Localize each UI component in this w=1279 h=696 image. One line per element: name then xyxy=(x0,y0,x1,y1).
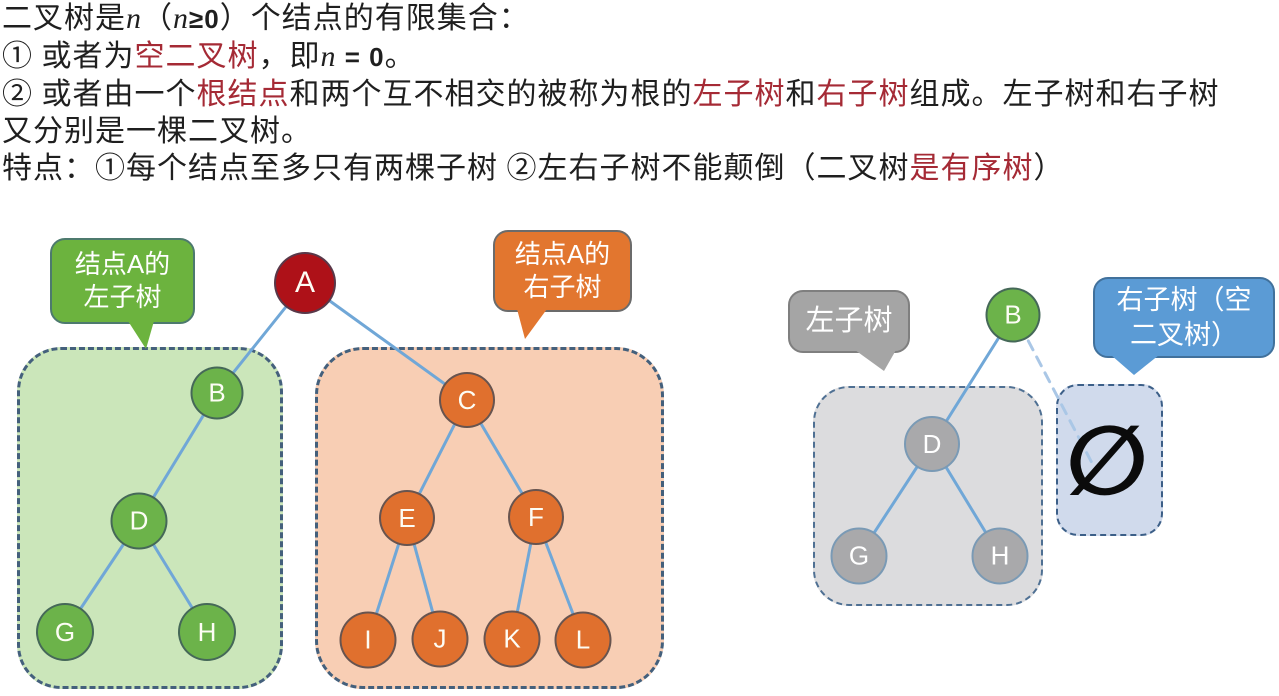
term-right-subtree: 右子树 xyxy=(816,78,910,111)
text-segment: 特点：①每个结点至多只有两棵子树 ②左右子树不能颠倒（二叉树 xyxy=(2,152,910,185)
term-empty-binary-tree: 空二叉树 xyxy=(134,40,259,73)
tree-node-j: J xyxy=(411,610,469,668)
callout-text-line: 左子树 xyxy=(805,304,893,337)
example-node-d: D xyxy=(904,416,960,472)
text-segment: 又分别是一棵二叉树。 xyxy=(2,115,312,148)
text-segment: ，即 xyxy=(258,40,321,73)
text-segment: 组成。左子树和右子树 xyxy=(909,78,1220,111)
tree-node-f: F xyxy=(508,489,564,545)
text-line-2: ① 或者为空二叉树，即n = 0。 xyxy=(2,38,1277,76)
definition-text-block: 二叉树是n（n≥0）个结点的有限集合： ① 或者为空二叉树，即n = 0。 ② … xyxy=(2,0,1277,187)
example-node-g: G xyxy=(830,527,888,585)
term-root-node: 根结点 xyxy=(196,78,290,111)
tree-node-k: K xyxy=(483,610,541,668)
term-ordered-tree: 是有序树 xyxy=(909,152,1034,185)
example-right-subtree-callout: 右子树（空 二叉树） xyxy=(1093,277,1275,376)
tree-node-h: H xyxy=(178,603,236,661)
tree-node-c: C xyxy=(439,372,495,428)
tree-node-l: L xyxy=(554,611,612,669)
callout-text-line: 结点A的 xyxy=(74,248,171,279)
variable-n: n xyxy=(126,2,142,35)
text-segment: ） xyxy=(1033,152,1065,185)
tree-node-b: B xyxy=(190,366,244,420)
text-line-3: ② 或者由一个根结点和两个互不相交的被称为根的左子树和右子树组成。左子树和右子树 xyxy=(2,76,1277,113)
text-segment: （ xyxy=(142,2,173,35)
example-left-subtree-callout: 左子树 xyxy=(788,290,910,372)
math-segment: = 0 xyxy=(336,42,385,72)
empty-right-subtree-panel xyxy=(1056,384,1163,536)
tree-node-i: I xyxy=(339,611,397,669)
callout-text-line: 结点A的 xyxy=(514,238,611,269)
edge-b2-empty-dashed xyxy=(1018,323,1094,465)
term-left-subtree: 左子树 xyxy=(692,78,786,111)
text-segment: ② 或者由一个 xyxy=(2,78,197,111)
example-node-b: B xyxy=(985,287,1041,343)
text-segment: ① 或者为 xyxy=(2,40,135,73)
left-subtree-callout: 结点A的 左子树 xyxy=(50,238,195,350)
math-segment: ≥0 xyxy=(189,4,220,34)
callout-text-line: 左子树 xyxy=(83,282,162,312)
edge-a-c xyxy=(303,281,469,402)
text-segment: 。 xyxy=(384,40,416,73)
text-segment: 和 xyxy=(785,78,817,111)
tree-node-d: D xyxy=(110,492,168,550)
empty-set-symbol: ∅ xyxy=(1061,405,1153,517)
text-segment: 和两个互不相交的被称为根的 xyxy=(289,78,693,111)
text-segment: ）个结点的有限集合： xyxy=(219,2,530,35)
text-segment: 二叉树是 xyxy=(2,2,126,35)
text-line-1: 二叉树是n（n≥0）个结点的有限集合： xyxy=(2,0,1277,38)
callout-text-line: 右子树 xyxy=(523,272,602,302)
tree-node-a: A xyxy=(274,252,336,314)
variable-n: n xyxy=(173,2,189,35)
tree-node-g: G xyxy=(36,603,94,661)
variable-n: n xyxy=(320,40,337,73)
text-line-5: 特点：①每个结点至多只有两棵子树 ②左右子树不能颠倒（二叉树是有序树） xyxy=(2,150,1277,187)
callout-text-line: 二叉树） xyxy=(1130,319,1238,350)
right-subtree-callout: 结点A的 右子树 xyxy=(493,230,632,340)
callout-text-line: 右子树（空 xyxy=(1116,284,1252,315)
text-line-4: 又分别是一棵二叉树。 xyxy=(2,113,1277,150)
tree-node-e: E xyxy=(379,490,435,546)
example-node-h: H xyxy=(971,527,1029,585)
